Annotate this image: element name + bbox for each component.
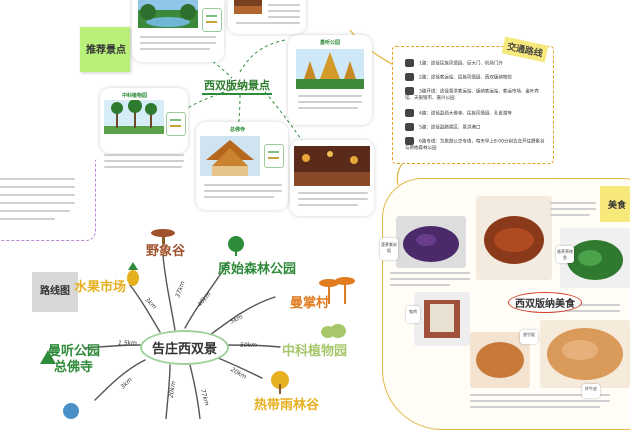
food-tag: 炸牛皮 bbox=[582, 384, 600, 398]
rainforest-icon bbox=[271, 371, 289, 394]
lake-photo bbox=[138, 0, 198, 28]
food-tag: 鬼鸡 bbox=[406, 306, 420, 323]
sight-card-top-left[interactable] bbox=[132, 0, 224, 62]
recommended-label: 推荐景点 bbox=[86, 45, 126, 56]
recommended-sticky-note: 推荐景点 bbox=[80, 27, 130, 72]
card-title: 总佛寺 bbox=[230, 127, 246, 133]
spoke-zongfo[interactable]: 总佛寺 bbox=[54, 360, 94, 375]
food-photo-grilled-fish bbox=[476, 196, 552, 280]
route-item-6: 6路专线：为旅游公交专线，每天早上8:00分别告庄开往野象谷与原始森林公园 bbox=[405, 137, 545, 151]
food-photo-purple-rice bbox=[396, 216, 466, 268]
bush-icon bbox=[321, 324, 346, 338]
tree-icon bbox=[228, 236, 244, 256]
palm-icon bbox=[151, 229, 175, 244]
sight-card-wat[interactable]: 总佛寺 bbox=[196, 122, 288, 210]
sight-card-manting[interactable]: 曼听公园 bbox=[288, 35, 372, 125]
sight-card-top-middle[interactable] bbox=[228, 0, 306, 34]
route-item-1: 1路：途径民族风情园、巨大门、机场门外 bbox=[405, 59, 503, 67]
distance-label: 1.5km bbox=[118, 340, 137, 347]
sights-title: 西双版纳景点 bbox=[202, 77, 272, 95]
spoke-fruit-market[interactable]: 水果市场 bbox=[74, 280, 127, 295]
food-photo-greens bbox=[560, 228, 630, 288]
info-tag bbox=[264, 144, 284, 168]
market-photo bbox=[234, 0, 262, 14]
sight-card-plants[interactable]: 中科植物园 bbox=[100, 88, 188, 153]
routes-box: 交通路线 1路：途径民族风情园、巨大门、机场门外 2路：途径客运站、民族风情园、… bbox=[392, 36, 554, 164]
night-market-photo bbox=[294, 146, 370, 186]
route-item-4: 4路：途径勐泐大佛寺、民族风情园、孔雀湖等 bbox=[405, 109, 512, 117]
food-side-label: 美食 bbox=[600, 186, 630, 222]
food-tag: 香茅草烤鱼 bbox=[556, 246, 574, 263]
food-tag: 菠萝紫米饭 bbox=[380, 238, 398, 260]
spoke-forest-park[interactable]: 原始森林公园 bbox=[218, 262, 297, 277]
left-note-block bbox=[0, 160, 96, 241]
food-photo-shrimp bbox=[470, 332, 530, 388]
food-title: 西双版纳美食 bbox=[508, 292, 582, 313]
tent-icon bbox=[40, 350, 56, 364]
spoke-manzhang[interactable]: 曼掌村 bbox=[290, 296, 330, 311]
food-desc-4 bbox=[470, 390, 620, 418]
food-tag: 香竹饭 bbox=[520, 330, 538, 344]
route-map-label: 路线图 bbox=[32, 272, 78, 312]
temple-photo bbox=[200, 136, 260, 176]
sight-card-market[interactable] bbox=[290, 140, 374, 216]
food-desc-2 bbox=[550, 198, 600, 226]
palm-trees-icon bbox=[319, 277, 355, 304]
spoke-rainforest[interactable]: 热带雨林谷 bbox=[254, 398, 320, 413]
food-photo-crispy bbox=[540, 320, 630, 388]
food-desc-1 bbox=[390, 268, 472, 290]
info-tag bbox=[166, 112, 186, 136]
spoke-yexianggu[interactable]: 野象谷 bbox=[146, 244, 186, 259]
bird-icon bbox=[63, 403, 79, 419]
card-title: 中科植物园 bbox=[122, 93, 148, 99]
palm-photo bbox=[104, 100, 164, 134]
spoke-manting[interactable]: 曼听公园 bbox=[48, 344, 101, 359]
pineapple-icon bbox=[127, 262, 139, 286]
route-item-3: 3路环线：途径景洪客运站、版纳客运站、客运市场、金叶宾馆、天银银市、嘉兴公园 bbox=[405, 87, 545, 101]
hub-center[interactable]: 告庄西双景 bbox=[140, 330, 230, 365]
food-photo-bamboo-rice bbox=[414, 292, 470, 346]
spoke-zhongke[interactable]: 中科植物园 bbox=[282, 344, 348, 359]
route-item-5: 5路：途径勐腊景区、景洪港口 bbox=[405, 123, 480, 131]
pagoda-photo bbox=[296, 49, 364, 89]
distance-label: 50km bbox=[240, 342, 257, 349]
card-title: 曼听公园 bbox=[320, 40, 341, 46]
info-tag bbox=[202, 8, 222, 32]
route-item-2: 2路：途径客运站、民族风情园、西双版纳物馆 bbox=[405, 73, 512, 81]
plants-text bbox=[100, 152, 188, 176]
